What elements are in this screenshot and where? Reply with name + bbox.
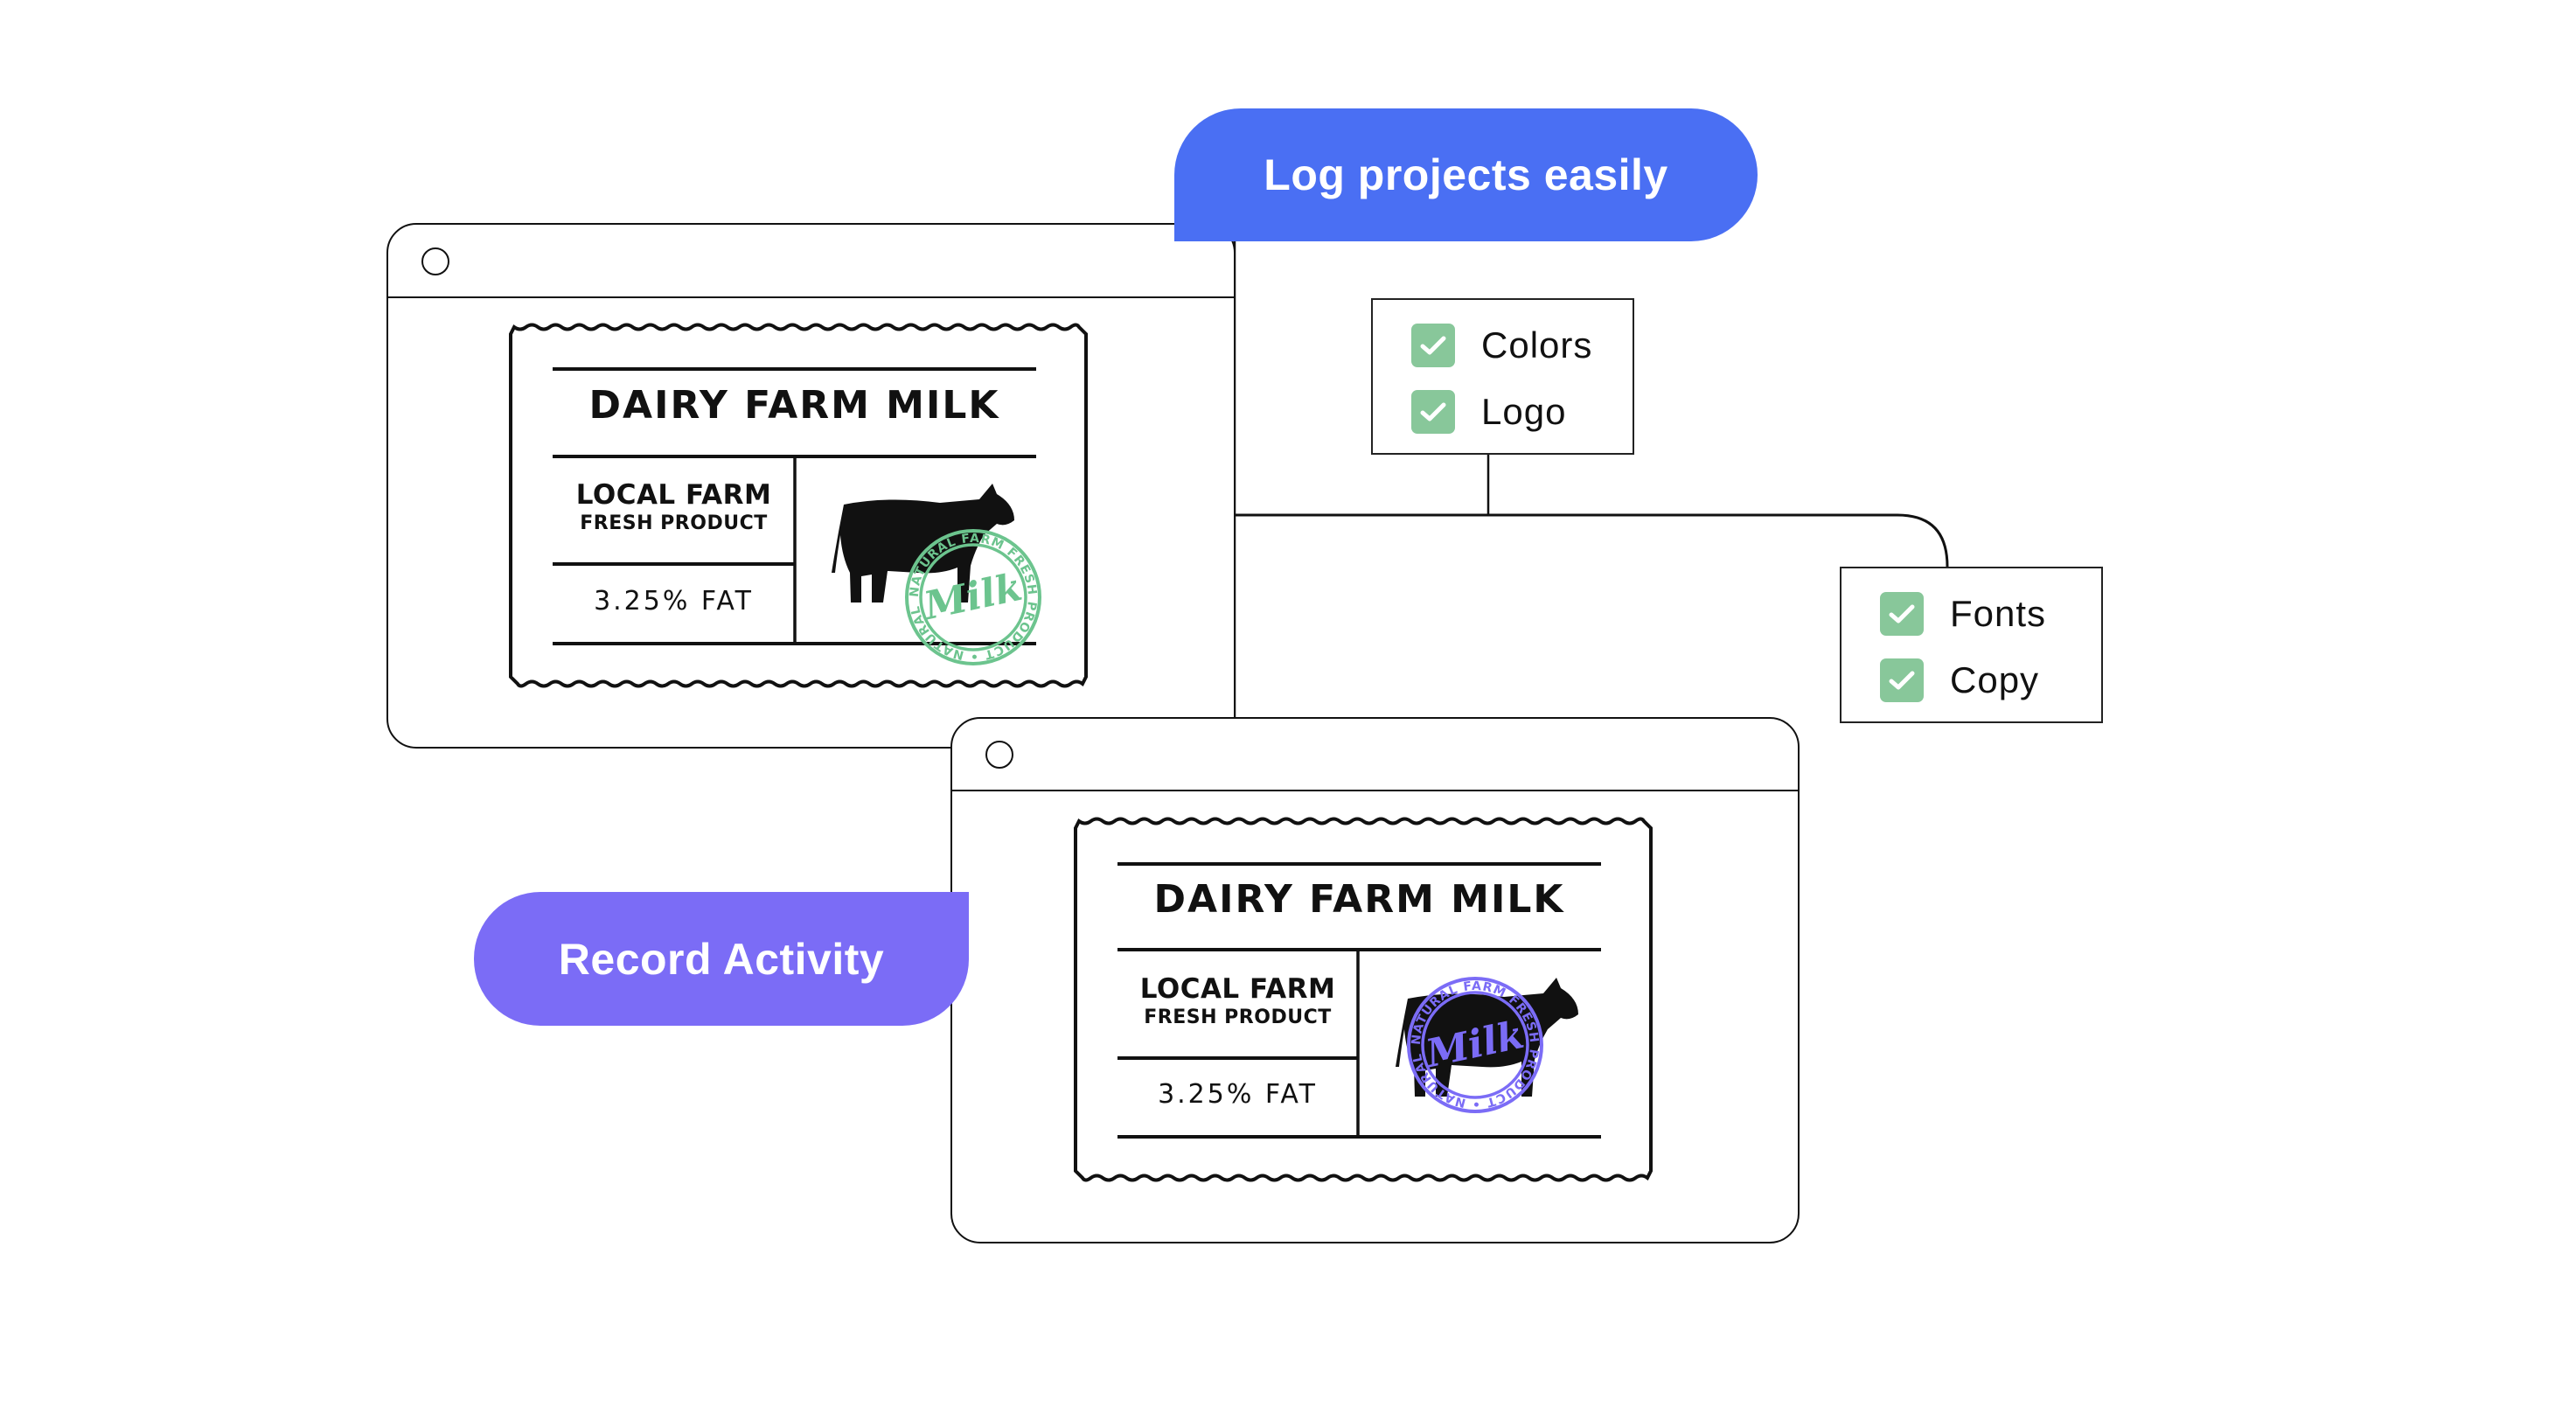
stamp-inner-ring <box>1421 991 1529 1099</box>
check-label: Fonts <box>1950 593 2047 634</box>
checkbox-checked[interactable] <box>1880 592 1924 636</box>
checkmark-icon <box>1889 671 1915 690</box>
stamp-outer-ring <box>1407 977 1543 1113</box>
label-wavy-border <box>1074 817 1653 1182</box>
check-item-colors[interactable]: Colors <box>1411 324 1592 367</box>
check-label: Colors <box>1481 324 1593 366</box>
window-titlebar <box>952 719 1798 791</box>
label-fresh-product: FRESH PRODUCT <box>580 512 768 534</box>
design-window-2 <box>950 717 1800 1243</box>
check-item-fonts[interactable]: Fonts <box>1880 592 2046 636</box>
cow-silhouette <box>832 484 1014 603</box>
label-outline: NATURAL FARM FRESH PRODUCT • NATURAL FAR… <box>1074 817 1653 1182</box>
connector-trunk <box>1235 513 1949 568</box>
window-control-dot[interactable] <box>421 247 449 275</box>
window-control-dot[interactable] <box>985 741 1013 769</box>
checklist-fonts-copy: Fonts Copy <box>1840 567 2103 723</box>
label-outline: NATURAL FARM FRESH PRODUCT • NATURAL FAR… <box>509 323 1088 688</box>
log-projects-badge[interactable]: Log projects easily <box>1174 108 1758 241</box>
stamp-outer-ring <box>905 529 1041 665</box>
label-farm-text: LOCAL FARM FRESH PRODUCT <box>1117 976 1358 1027</box>
checkbox-checked[interactable] <box>1411 390 1455 434</box>
checkmark-icon <box>1889 604 1915 623</box>
checkmark-icon <box>1420 336 1446 355</box>
record-activity-badge[interactable]: Record Activity <box>474 892 969 1026</box>
log-projects-label: Log projects easily <box>1264 150 1668 199</box>
record-activity-label: Record Activity <box>558 934 885 984</box>
label-fat: 3.25% FAT <box>1158 1079 1318 1110</box>
check-label: Copy <box>1950 659 2040 700</box>
milk-label-card-1: NATURAL FARM FRESH PRODUCT • NATURAL FAR… <box>507 322 1090 689</box>
label-wavy-border <box>509 323 1088 688</box>
milk-label-card-2: NATURAL FARM FRESH PRODUCT • NATURAL FAR… <box>1072 816 1654 1183</box>
checkmark-icon <box>1420 402 1446 421</box>
label-fat: 3.25% FAT <box>594 586 754 616</box>
stamp-inner-ring <box>919 543 1027 651</box>
label-local-farm: LOCAL FARM <box>1139 973 1336 1005</box>
cow-silhouette <box>1396 978 1578 1097</box>
check-item-logo[interactable]: Logo <box>1411 390 1566 434</box>
label-title: DAIRY FARM MILK <box>588 383 1000 428</box>
stamp-center-text: Milk <box>919 565 1027 630</box>
label-farm-text: LOCAL FARM FRESH PRODUCT <box>553 482 795 533</box>
check-item-copy[interactable]: Copy <box>1880 658 2039 702</box>
checklist-colors-logo: Colors Logo <box>1371 298 1634 455</box>
checkbox-checked[interactable] <box>1880 658 1924 702</box>
label-fresh-product: FRESH PRODUCT <box>1144 1006 1332 1028</box>
window-titlebar <box>388 225 1234 298</box>
label-local-farm: LOCAL FARM <box>575 479 772 511</box>
checkbox-checked[interactable] <box>1411 324 1455 367</box>
label-title: DAIRY FARM MILK <box>1153 877 1565 922</box>
design-window-1 <box>386 223 1236 749</box>
check-label: Logo <box>1481 391 1567 432</box>
